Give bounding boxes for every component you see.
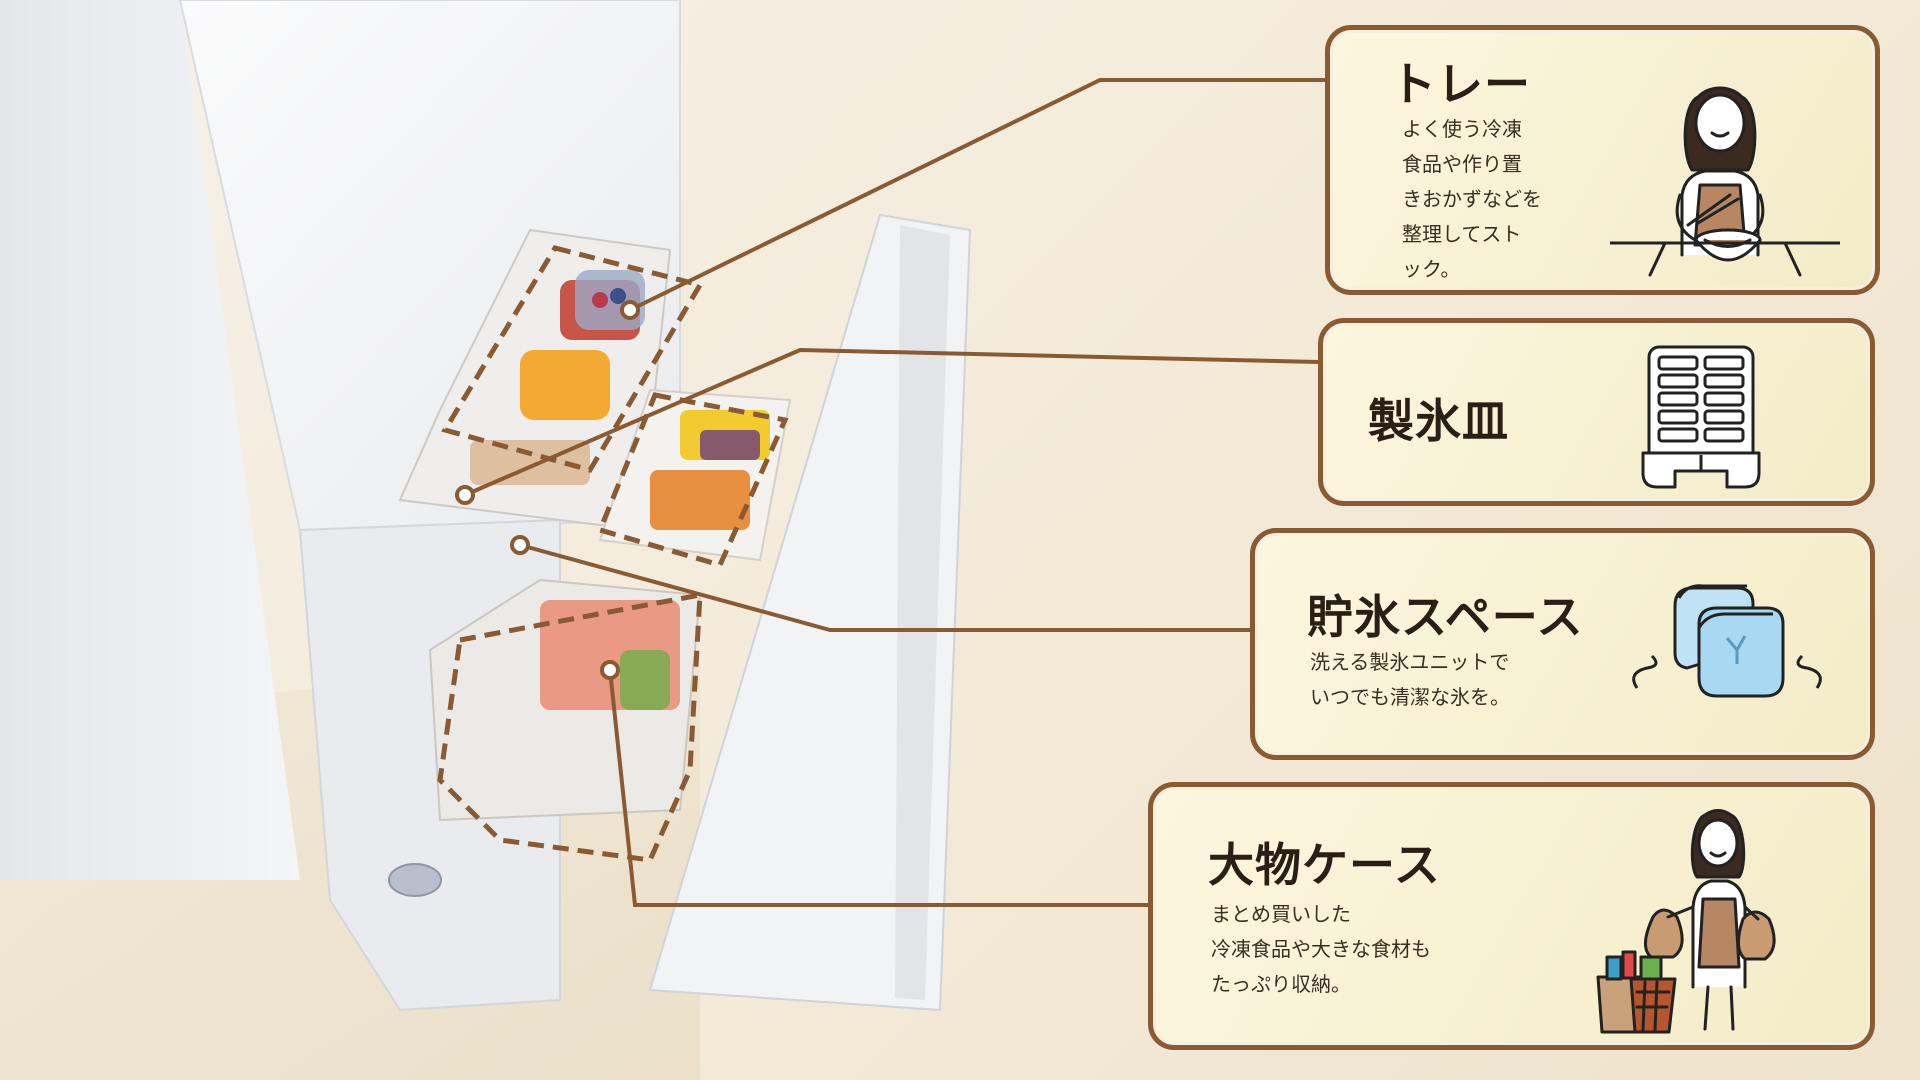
leader-line-large-case (608, 669, 1148, 907)
leader-dot-ice-tray (455, 485, 475, 505)
callout-ice-tray: 製氷皿 (1318, 318, 1875, 506)
callout-description: よく使う冷凍 食品や作り置 きおかずなどを 整理してスト ック。 (1402, 117, 1542, 281)
case-dashed-outline (437, 591, 703, 863)
callout-large-case: 大物ケース まとめ買いした 冷凍食品や大きな食材も たっぷり収納。 (1148, 782, 1875, 1050)
leader-line-ice-storage (519, 543, 1250, 632)
callout-title: トレー (1390, 57, 1531, 111)
leader-line-tray (629, 78, 1325, 312)
fridge-side-panel (0, 0, 300, 880)
ice-cubes-icon (1632, 584, 1822, 698)
callout-description: まとめ買いした 冷凍食品や大きな食材も たっぷり収納。 (1211, 902, 1431, 996)
tray-dashed-outline (441, 245, 704, 473)
storage-dashed-outline (596, 392, 789, 569)
leader-line-ice-tray (464, 347, 1319, 497)
callout-title: 貯氷スペース (1307, 590, 1584, 644)
leader-dot-large-case (600, 660, 620, 680)
callout-title: 製氷皿 (1368, 394, 1509, 448)
callout-tray: トレー よく使う冷凍 食品や作り置 きおかずなどを 整理してスト ック。 (1325, 25, 1880, 295)
leader-dot-tray (620, 300, 640, 320)
woman-cooking-illustration (1610, 86, 1840, 277)
fridge-open-door (648, 213, 972, 1012)
callout-description: 洗える製氷ユニットで いつでも清潔な氷を。 (1310, 650, 1510, 709)
leader-dot-ice-storage (510, 535, 530, 555)
woman-shopping-illustration (1596, 809, 1776, 1034)
callout-ice-storage: 貯氷スペース 洗える製氷ユニットで いつでも清潔な氷を。 (1250, 528, 1875, 760)
ice-tray-icon (1641, 345, 1761, 489)
callout-title: 大物ケース (1208, 838, 1441, 892)
